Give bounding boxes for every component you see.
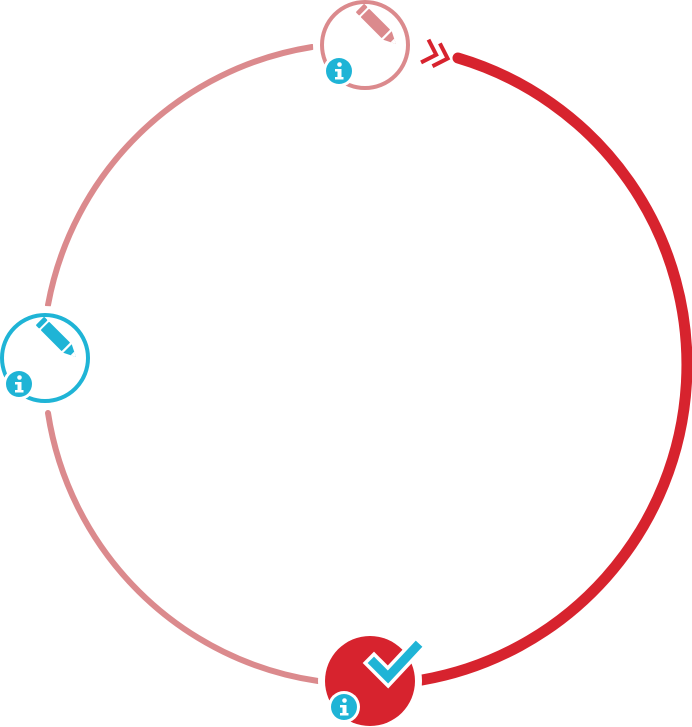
cycle-node-left[interactable] <box>0 306 97 410</box>
cycle-node-top[interactable] <box>313 0 417 97</box>
info-icon[interactable] <box>3 368 35 400</box>
pencil-icon <box>356 4 396 44</box>
pencil-icon <box>36 317 76 357</box>
checkmark-icon <box>362 635 428 689</box>
info-icon[interactable] <box>323 55 355 87</box>
top-to-bottom-arc <box>416 52 692 686</box>
cycle-node-bottom[interactable] <box>318 629 428 727</box>
left-to-top-arc <box>45 44 315 308</box>
double-chevron-right-icon <box>420 38 451 68</box>
bottom-to-left-arc <box>45 410 321 684</box>
info-icon[interactable] <box>328 691 360 723</box>
